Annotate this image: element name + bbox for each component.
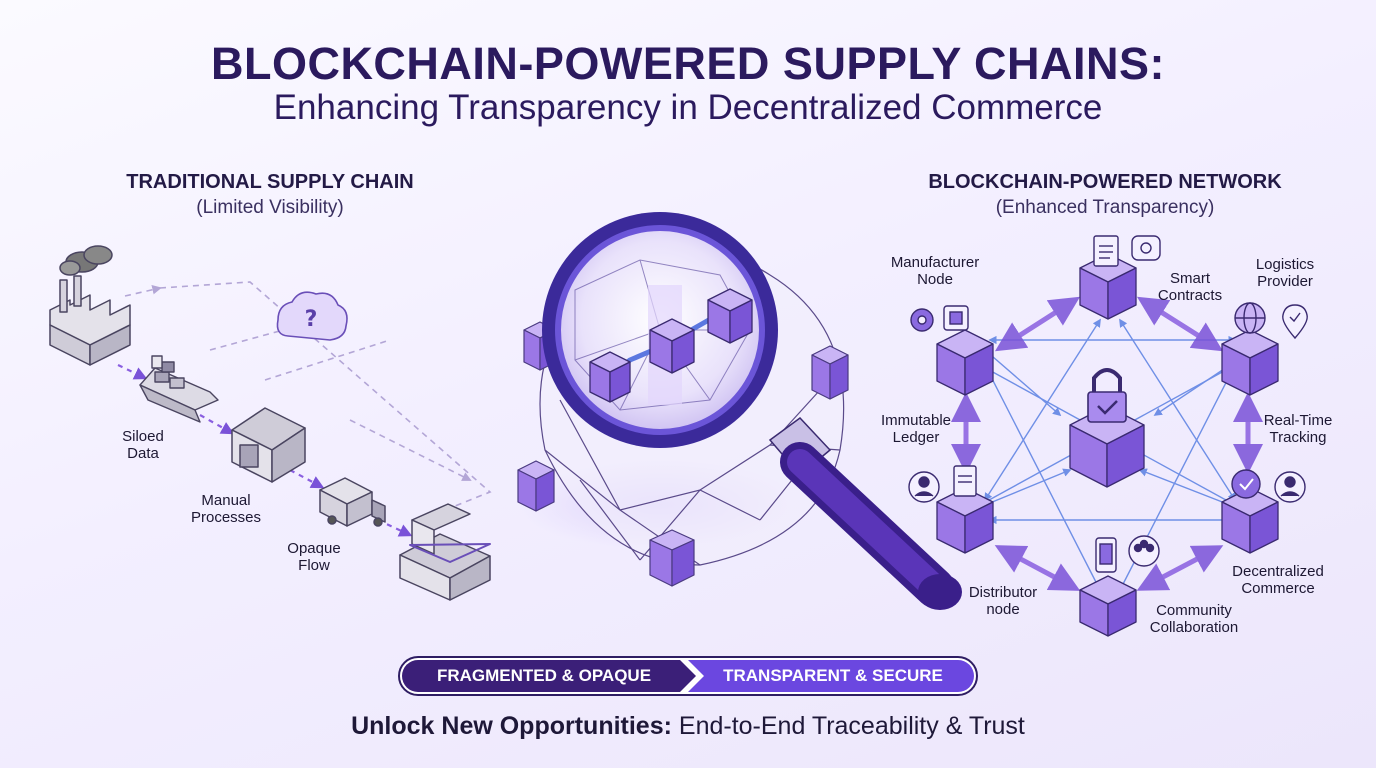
traditional-subheading: (Limited Visibility) (196, 197, 344, 218)
lens-block-3 (707, 288, 753, 344)
sphere-cube-bottom-left (517, 460, 555, 512)
blockchain-blocks-in-lens (589, 288, 753, 403)
lens-block-2 (649, 318, 695, 374)
page-title: BLOCKCHAIN-POWERED SUPPLY CHAINS: (210, 38, 1166, 89)
person-avatar-left-icon (908, 471, 940, 503)
sphere-cube-right (811, 345, 849, 400)
location-pin-icon (1282, 304, 1308, 340)
sphere-cubes (517, 321, 849, 587)
node-immutable-ledger (936, 487, 994, 554)
gear-icon (910, 308, 934, 332)
node-manufacturer (936, 329, 994, 396)
delivery-truck-icon (319, 477, 386, 527)
tagline-bold: Unlock New Opportunities: (351, 712, 672, 740)
lock-icon (1087, 368, 1127, 423)
bottom-tagline: Unlock New Opportunities: End-to-End Tra… (0, 712, 1376, 741)
warehouse-icon (231, 407, 306, 483)
blockchain-heading: BLOCKCHAIN-POWERED NETWORK (928, 171, 1282, 193)
banner-shape (398, 656, 978, 696)
factory-icon (49, 245, 131, 366)
svg-text:?: ? (305, 307, 318, 332)
ledger-scroll-icon (953, 465, 977, 497)
question-cloud-icon: ? (276, 291, 348, 341)
network-ring-links (951, 296, 1263, 591)
sphere-cube-bottom (649, 529, 695, 587)
chip-icon (943, 305, 969, 331)
person-avatar-right-icon (1274, 471, 1306, 503)
lens-block-1 (589, 351, 631, 403)
tagline-rest: End-to-End Traceability & Trust (671, 712, 1025, 740)
traditional-heading: TRADITIONAL SUPPLY CHAIN (126, 171, 414, 193)
cargo-ship-icon (139, 355, 219, 423)
verified-badge-icon (1231, 469, 1261, 499)
magnifier-handle (768, 417, 962, 610)
node-central-lock (1069, 405, 1145, 488)
banner-right-text: TRANSPARENT & SECURE (723, 666, 943, 685)
blockchain-subheading: (Enhanced Transparency) (995, 197, 1215, 218)
contract-document-icon (1093, 235, 1119, 267)
storefront-icon (399, 503, 491, 601)
globe-icon (1234, 302, 1266, 334)
node-community (1079, 575, 1137, 637)
node-logistics (1221, 329, 1279, 396)
community-group-icon (1128, 535, 1160, 567)
banner-left-text: FRAGMENTED & OPAQUE (436, 666, 652, 685)
page-subtitle: Enhancing Transparency in Decentralized … (273, 88, 1103, 127)
transition-banner: FRAGMENTED & OPAQUE TRANSPARENT & SECURE (398, 656, 978, 696)
traditional-purple-flows (117, 364, 413, 537)
network-nodes (936, 253, 1279, 637)
chat-bubble-icon (1131, 235, 1161, 261)
mobile-phone-icon (1095, 537, 1117, 573)
